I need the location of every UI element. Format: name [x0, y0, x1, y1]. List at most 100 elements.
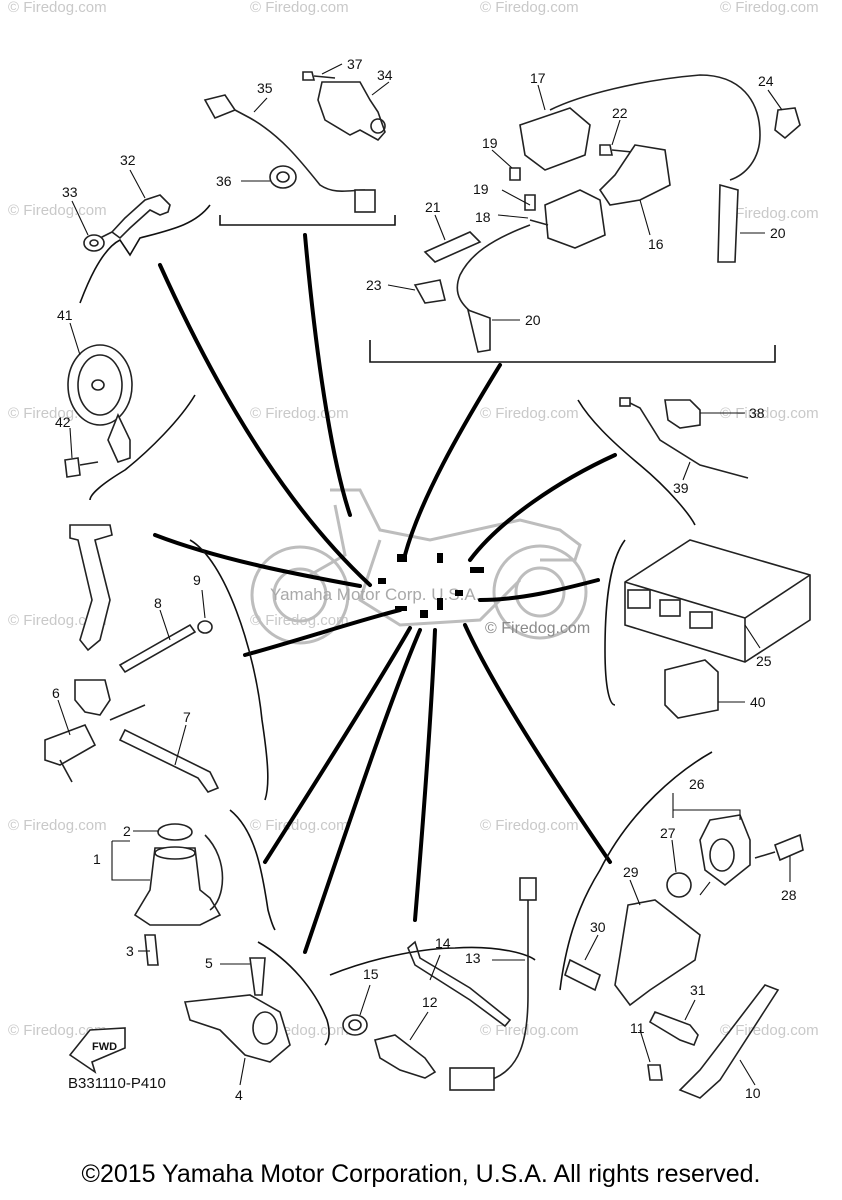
watermark: © Firedog.com [8, 0, 107, 16]
callout-20b: 20 [525, 312, 541, 328]
part-4-sensor [183, 994, 291, 1063]
part-33-washer [83, 234, 105, 252]
callout-42: 42 [55, 414, 71, 430]
part-6-switch [44, 679, 146, 783]
callout-2: 2 [123, 823, 131, 839]
part-34-sensor [317, 81, 386, 142]
part-9-collar [197, 620, 213, 634]
part-1-sensor [133, 834, 224, 926]
callout-30: 30 [590, 919, 606, 935]
part-17-ignition-coil [519, 74, 761, 181]
part-39-band [619, 397, 749, 479]
part-30-collar [564, 958, 601, 992]
callout-11: 11 [630, 1020, 645, 1036]
callout-19b: 19 [473, 181, 489, 197]
callout-35: 35 [257, 80, 273, 96]
callout-16: 16 [648, 236, 664, 252]
part-20-plug-lead [456, 183, 739, 353]
part-18-coil [529, 189, 606, 249]
part-2-o-ring [157, 823, 193, 841]
callout-23: 23 [366, 277, 382, 293]
callout-38: 38 [749, 405, 765, 421]
callout-19: 19 [482, 135, 498, 151]
part-19-bolts [509, 167, 536, 211]
watermark: © Firedog.com [720, 1022, 819, 1039]
callout-34: 34 [377, 67, 393, 83]
part-24-clip [774, 107, 801, 140]
callout-9: 9 [193, 572, 201, 588]
callout-24: 24 [758, 73, 774, 89]
watermark: © Firedog.com [250, 0, 349, 16]
callout-32: 32 [120, 152, 136, 168]
connector-lines [153, 233, 617, 954]
center-watermark-site: © Firedog.com [485, 620, 590, 637]
callout-5: 5 [205, 955, 213, 971]
part-15-washer [342, 1014, 368, 1036]
part-11-bolt [647, 1064, 663, 1081]
part-31-bolt [648, 1011, 699, 1047]
part-41-horn [67, 344, 133, 463]
part-5-bolt [249, 957, 266, 996]
callout-labels: 1 2 3 4 5 6 7 8 9 10 11 12 13 14 15 16 1… [52, 56, 797, 1103]
callout-28: 28 [781, 887, 797, 903]
watermark: © Firedog.com [480, 0, 579, 16]
callout-40: 40 [750, 694, 766, 710]
callout-33: 33 [62, 184, 78, 200]
copyright-notice: ©2015 Yamaha Motor Corporation, U.S.A. A… [81, 1160, 761, 1188]
group-braces [79, 204, 776, 1046]
callout-14: 14 [435, 935, 451, 951]
watermark: © Firedog.com [480, 405, 579, 422]
part-32-temperature-sensor [99, 194, 171, 240]
part-25-ecu [624, 539, 811, 663]
part-shift-pedal [69, 524, 113, 652]
callout-36: 36 [216, 173, 232, 189]
watermark: © Firedog.com [8, 817, 107, 834]
part-13-lead [449, 877, 537, 1091]
callout-4: 4 [235, 1087, 243, 1103]
part-40-relay [664, 659, 719, 719]
watermark: © Firedog.com [8, 1022, 107, 1039]
part-36-clamp [269, 165, 297, 189]
part-3-bolt [144, 934, 159, 966]
fwd-label: FWD [92, 1041, 117, 1053]
callout-1: 1 [93, 851, 101, 867]
watermark: © Firedog.com [8, 202, 107, 219]
part-7-band [118, 728, 220, 793]
part-8-shaft [118, 623, 197, 674]
part-23-clip [413, 279, 446, 304]
part-14-band [407, 940, 512, 1028]
part-28-bolt [754, 833, 804, 862]
callout-25: 25 [756, 653, 772, 669]
callout-39: 39 [673, 480, 689, 496]
callout-13: 13 [465, 950, 481, 966]
callout-8: 8 [154, 595, 162, 611]
part-12-switch [374, 1034, 437, 1079]
part-37-bolt [302, 71, 336, 81]
callout-27: 27 [660, 825, 676, 841]
callout-26: 26 [689, 776, 705, 792]
callout-7: 7 [183, 709, 191, 725]
callout-20: 20 [770, 225, 786, 241]
part-16-bracket [598, 144, 671, 206]
watermark: © Firedog.com [480, 1022, 579, 1039]
callout-12: 12 [422, 994, 438, 1010]
part-29-bracket [614, 899, 701, 1007]
part-26-sensor [699, 814, 751, 887]
center-watermark: Yamaha Motor Corp. U.S.A. [270, 585, 480, 604]
callout-18: 18 [475, 209, 491, 225]
callout-3: 3 [126, 943, 134, 959]
callout-10: 10 [745, 1085, 761, 1101]
callout-15: 15 [363, 966, 379, 982]
diagram-code: B331110-P410 [68, 1075, 166, 1092]
watermark: © Firedog.com [8, 612, 107, 629]
part-22-bolt [599, 144, 633, 156]
callout-21: 21 [425, 199, 441, 215]
callout-31: 31 [690, 982, 706, 998]
part-21-plug-cap [423, 231, 482, 263]
part-38-clamp [664, 399, 701, 429]
watermark: © Firedog.com [720, 0, 819, 16]
callout-29: 29 [623, 864, 639, 880]
callout-17: 17 [530, 70, 546, 86]
part-42-bolt [64, 457, 99, 478]
